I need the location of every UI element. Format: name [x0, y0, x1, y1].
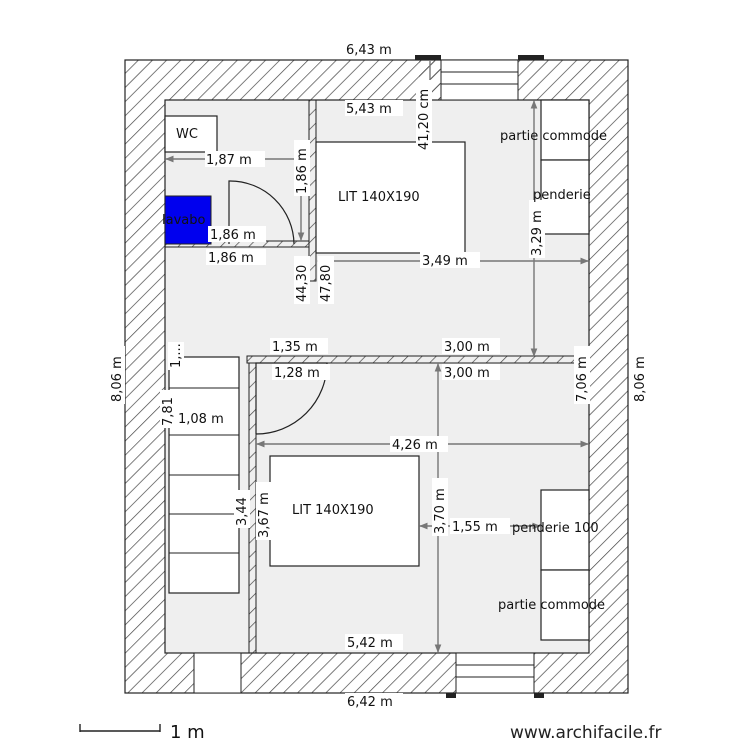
dim-label-wc-width-bottom: 1,86 m [208, 226, 266, 243]
dim-label-stair-side-b: 3,44 [234, 490, 250, 528]
furniture-label-commode-top: partie commode [500, 129, 607, 144]
window-top [415, 55, 544, 101]
dim-label-bedroom1-height: 3,29 m [529, 200, 545, 258]
svg-text:3,00 m: 3,00 m [444, 340, 490, 355]
dim-label-top-inner: 5,43 m [345, 100, 403, 117]
dim-label-bedroom2-inner-h: 3,67 m [256, 482, 272, 540]
labels: 6,43 m 5,43 m 41,20 cm 1,87 m 1,86 m 1,8… [109, 41, 648, 710]
dim-label-wall-300a: 3,00 m [442, 338, 500, 355]
svg-text:1,28 m: 1,28 m [274, 366, 320, 381]
room-label-bed-2: LIT 140X190 [292, 503, 374, 518]
dim-label-bottom-outer: 6,42 m [345, 693, 403, 710]
wc-door-swing [228, 180, 295, 245]
penderie-top [540, 159, 590, 235]
scale-label: 1 m [170, 722, 205, 743]
svg-text:41,20 cm: 41,20 cm [417, 89, 432, 150]
room-label-wc: WC [176, 127, 198, 142]
wc-partition-vertical [308, 99, 317, 282]
dim-label-stair-width: 1,08 m [176, 410, 236, 427]
svg-text:1,08 m: 1,08 m [178, 412, 224, 427]
dim-label-bed2-gap: 1,55 m [450, 518, 510, 535]
svg-text:3,00 m: 3,00 m [444, 366, 490, 381]
wc-fixture [164, 115, 218, 153]
svg-text:1,86 m: 1,86 m [210, 228, 256, 243]
dim-label-wc-width-outside: 1,86 m [206, 249, 266, 266]
dim-label-left-height: 8,06 m [109, 346, 125, 404]
dim-label-bedroom1-width: 3,49 m [420, 252, 480, 269]
svg-text:4,26 m: 4,26 m [392, 438, 438, 453]
svg-text:3,29 m: 3,29 m [530, 210, 545, 256]
svg-text:1,...: 1,... [169, 343, 184, 368]
furniture-label-penderie-bottom: penderie 100 [512, 521, 599, 536]
room-label-bed-1: LIT 140X190 [338, 190, 420, 205]
dim-label-top-outer: 6,43 m [345, 41, 403, 58]
scale-bar: 1 m [79, 722, 205, 743]
penderie-bottom [540, 489, 590, 571]
bed-2 [269, 455, 420, 567]
dim-label-bedroom2-width: 4,26 m [390, 436, 448, 453]
svg-text:47,80: 47,80 [319, 265, 334, 302]
dim-label-right-outer-height: 8,06 m [632, 346, 648, 404]
svg-text:1,86 m: 1,86 m [295, 148, 310, 194]
svg-text:3,49 m: 3,49 m [422, 254, 468, 269]
furniture-label-penderie-top: penderie [533, 188, 591, 203]
dim-label-wc-height: 1,86 m [294, 140, 310, 196]
furniture-label-commode-bottom: partie commode [498, 598, 605, 613]
dim-label-stair-side-c: 1,... [168, 342, 184, 370]
svg-text:3,44: 3,44 [235, 497, 250, 526]
dim-label-wall-300b: 3,00 m [442, 364, 500, 381]
bedroom2-partition-vertical [248, 362, 257, 654]
svg-text:7,06 m: 7,06 m [575, 356, 590, 402]
dim-label-wc-width-top: 1,87 m [205, 151, 265, 168]
watermark: www.archifacile.fr [510, 723, 661, 743]
window-bottom [446, 652, 544, 698]
svg-text:1,35 m: 1,35 m [272, 340, 318, 355]
room-label-lavabo: lavabo [162, 213, 205, 228]
svg-text:3,67 m: 3,67 m [257, 492, 272, 538]
dim-label-wall-135: 1,35 m [270, 338, 328, 355]
svg-text:7,81: 7,81 [161, 397, 176, 426]
svg-text:6,43 m: 6,43 m [346, 43, 392, 58]
svg-text:1,87 m: 1,87 m [206, 153, 252, 168]
dim-label-wall-128: 1,28 m [272, 364, 330, 381]
opening-bottom-left [193, 652, 242, 694]
svg-text:8,06 m: 8,06 m [110, 356, 125, 402]
svg-text:8,06 m: 8,06 m [633, 356, 648, 402]
svg-text:1,55 m: 1,55 m [452, 520, 498, 535]
svg-text:3,70 m: 3,70 m [433, 488, 448, 534]
commode-top [540, 99, 590, 161]
mid-partition [246, 355, 590, 364]
dim-label-stair-side-a: 7,81 [160, 390, 176, 428]
commode-bottom [540, 569, 590, 641]
svg-text:1,86 m: 1,86 m [208, 251, 254, 266]
svg-text:5,42 m: 5,42 m [347, 636, 393, 651]
svg-text:5,43 m: 5,43 m [346, 102, 392, 117]
dim-label-window-top: 41,20 cm [416, 80, 432, 152]
dim-label-partition-a: 44,30 [294, 256, 310, 304]
bed-1 [315, 141, 466, 254]
svg-text:6,42 m: 6,42 m [347, 695, 393, 710]
dim-label-bedroom2-height: 3,70 m [432, 478, 448, 536]
lavabo-fixture [164, 195, 212, 245]
dim-label-partition-b: 47,80 [318, 256, 334, 304]
svg-text:44,30: 44,30 [295, 265, 310, 302]
dim-label-right-inner-height: 7,06 m [574, 346, 590, 404]
dim-label-bottom-inner: 5,42 m [345, 634, 403, 651]
staircase [168, 356, 240, 594]
